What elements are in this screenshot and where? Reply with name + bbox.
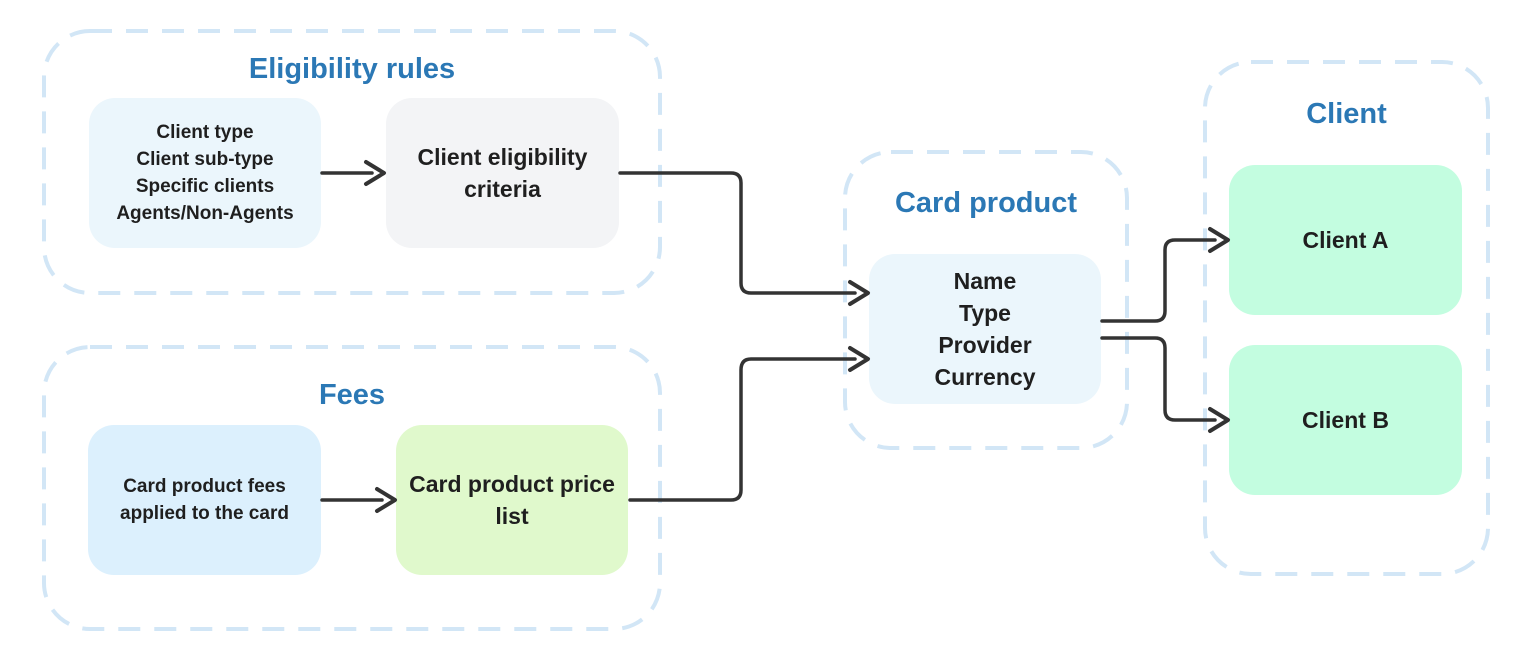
- card-product-line-currency: Currency: [934, 364, 1036, 390]
- arrowhead-card-product-to-client-a: [1208, 227, 1230, 253]
- client-attributes-line-3: Specific clients: [135, 176, 275, 197]
- eligibility-criteria-line-1: Client eligibility: [417, 144, 588, 170]
- node-card-product-fees: Card product fees applied to the card: [88, 425, 321, 575]
- arrowhead-card-product-to-client-b: [1208, 407, 1230, 433]
- group-frame-fees: [42, 345, 662, 631]
- group-title-fees: Fees: [318, 379, 386, 411]
- node-client-b: Client B: [1229, 345, 1462, 495]
- edge-card-product-to-client-a: [1100, 238, 1217, 323]
- node-client-a: Client A: [1229, 165, 1462, 315]
- node-client-attributes: Client type Client sub-type Specific cli…: [89, 98, 321, 248]
- client-a-label: Client A: [1302, 227, 1389, 253]
- card-product-line-type: Type: [959, 300, 1011, 326]
- node-eligibility-criteria: Client eligibility criteria: [386, 98, 619, 248]
- arrowhead-criteria-to-card-product: [848, 280, 870, 306]
- group-title-eligibility: Eligibility rules: [248, 53, 456, 85]
- group-frame-eligibility: [42, 29, 662, 295]
- card-product-fees-line-2: applied to the card: [120, 503, 289, 524]
- group-frame-card-product: [843, 150, 1129, 450]
- group-frame-client: [1203, 60, 1490, 576]
- edge-card-product-to-client-b: [1100, 336, 1217, 422]
- arrowhead-price-list-to-card-product: [848, 346, 870, 372]
- client-b-label: Client B: [1302, 407, 1389, 433]
- card-product-line-name: Name: [953, 268, 1017, 294]
- edge-criteria-to-card-product: [618, 171, 857, 295]
- group-title-card-product: Card product: [894, 187, 1078, 219]
- price-list-label: Card product price list: [409, 471, 615, 529]
- node-price-list: Card product price list: [396, 425, 628, 575]
- node-card-product-details: Name Type Provider Currency: [869, 254, 1101, 404]
- card-product-fees-line-1: Card product fees: [123, 476, 286, 497]
- arrowhead-fees-to-price-list: [375, 487, 397, 513]
- card-product-line-provider: Provider: [938, 332, 1032, 358]
- eligibility-criteria-line-2: criteria: [464, 176, 541, 202]
- client-attributes-line-4: Agents/Non-Agents: [116, 203, 294, 224]
- arrowhead-attributes-to-criteria: [364, 160, 386, 186]
- edge-price-list-to-card-product: [628, 357, 857, 502]
- client-attributes-line-1: Client type: [156, 122, 254, 143]
- client-attributes-line-2: Client sub-type: [136, 149, 274, 170]
- group-title-client: Client: [1306, 98, 1387, 130]
